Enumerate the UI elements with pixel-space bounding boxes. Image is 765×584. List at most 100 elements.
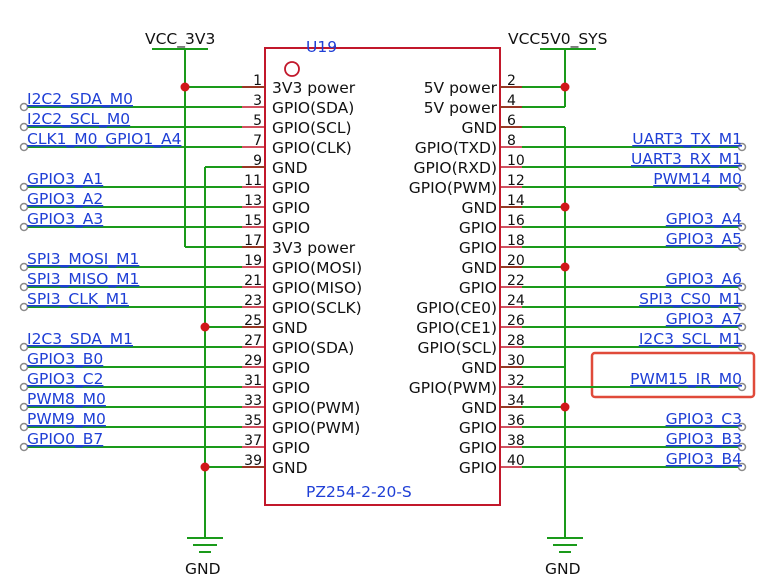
left-pin-number: 33	[244, 393, 262, 409]
left-net-label: PWM9_M0	[27, 410, 106, 429]
left-pin-name: GPIO	[272, 219, 310, 237]
right-net-endpoint	[737, 242, 747, 252]
right-pin-name: GPIO	[459, 239, 497, 257]
left-pin-number: 7	[253, 133, 262, 149]
left-pin-number: 35	[244, 413, 262, 429]
left-pin-number: 15	[244, 213, 262, 229]
left-pin-name: 3V3 power	[272, 239, 356, 257]
gnd-label-right: GND	[545, 560, 581, 578]
right-pin-number: 28	[507, 333, 525, 349]
right-pin-name: GPIO	[459, 439, 497, 457]
left-net-label: SPI3_CLK_M1	[27, 290, 129, 309]
right-net-label: GPIO3_A4	[666, 210, 742, 229]
left-net-endpoint	[19, 442, 29, 452]
left-net-label: CLK1_M0_GPIO1_A4	[27, 130, 181, 149]
right-pin-number: 20	[507, 253, 525, 269]
pin1-marker	[284, 61, 300, 77]
right-pin-number: 40	[507, 453, 525, 469]
left-pin-name: GPIO(PWM)	[272, 399, 360, 417]
left-net-label: GPIO3_B0	[27, 350, 103, 369]
left-pin-number: 19	[244, 253, 262, 269]
left-pin-name: GPIO	[272, 179, 310, 197]
junction-gnd-right-14	[560, 202, 570, 212]
component-ref: U19	[306, 38, 337, 56]
left-net-endpoint	[19, 202, 29, 212]
left-pin-number: 25	[244, 313, 262, 329]
left-pin-number: 1	[253, 73, 262, 89]
right-pin-name: GPIO(PWM)	[409, 179, 497, 197]
right-pin-name: GND	[461, 259, 497, 277]
right-net-label: PWM14_M0	[653, 170, 742, 189]
left-net-label: SPI3_MOSI_M1	[27, 250, 139, 269]
left-net-endpoint	[19, 182, 29, 192]
right-net-endpoint	[737, 342, 747, 352]
right-pin-name: GPIO	[459, 219, 497, 237]
right-net-label: PWM15_IR_M0	[630, 370, 742, 389]
left-pin-name: GPIO	[272, 439, 310, 457]
left-pin-number: 23	[244, 293, 262, 309]
right-net-label: GPIO3_A7	[666, 310, 742, 329]
left-pin-name: GND	[272, 459, 308, 477]
junction-gnd-left-39	[200, 462, 210, 472]
left-pin-name: GPIO(SCL)	[272, 119, 352, 137]
left-pin-number: 37	[244, 433, 262, 449]
right-pin-name: GND	[461, 359, 497, 377]
right-net-label: GPIO3_C3	[666, 410, 742, 429]
left-pin-number: 13	[244, 193, 262, 209]
right-pin-number: 38	[507, 433, 525, 449]
right-pin-number: 18	[507, 233, 525, 249]
right-pin-name: GPIO(PWM)	[409, 379, 497, 397]
right-pin-name: GPIO(RXD)	[413, 159, 497, 177]
right-pin-number: 4	[507, 93, 516, 109]
left-net-endpoint	[19, 402, 29, 412]
left-net-label: PWM8_M0	[27, 390, 106, 409]
junction-gnd-left-25	[200, 322, 210, 332]
right-pin-name: 5V power	[424, 79, 498, 97]
right-net-label: GPIO3_A6	[666, 270, 742, 289]
right-pin-name: GPIO	[459, 419, 497, 437]
right-pin-number: 34	[507, 393, 525, 409]
right-pin-name: GPIO	[459, 459, 497, 477]
left-pin-number: 9	[253, 153, 262, 169]
left-net-endpoint	[19, 342, 29, 352]
left-pin-number: 11	[244, 173, 262, 189]
connector-body	[264, 47, 501, 506]
right-pin-number: 6	[507, 113, 516, 129]
left-pin-number: 5	[253, 113, 262, 129]
right-net-endpoint	[737, 222, 747, 232]
left-pin-number: 27	[244, 333, 262, 349]
right-pin-number: 16	[507, 213, 525, 229]
left-pin-name: GPIO(SDA)	[272, 99, 354, 117]
left-net-label: I2C2_SCL_M0	[27, 110, 130, 129]
left-net-label: GPIO3_A3	[27, 210, 103, 229]
right-net-endpoint	[737, 422, 747, 432]
right-net-label: UART3_RX_M1	[631, 150, 742, 169]
left-net-endpoint	[19, 422, 29, 432]
component-part: PZ254-2-20-S	[306, 483, 412, 501]
right-pin-name: 5V power	[424, 99, 498, 117]
right-pin-name: GND	[461, 399, 497, 417]
left-pin-name: GND	[272, 319, 308, 337]
left-net-label: GPIO3_A2	[27, 190, 103, 209]
right-pin-number: 24	[507, 293, 525, 309]
right-pin-number: 2	[507, 73, 516, 89]
left-pin-name: GPIO(PWM)	[272, 419, 360, 437]
left-net-endpoint	[19, 262, 29, 272]
right-pin-number: 14	[507, 193, 525, 209]
left-net-label: GPIO0_B7	[27, 430, 103, 449]
right-net-endpoint	[737, 462, 747, 472]
left-pin-name: GPIO(SDA)	[272, 339, 354, 357]
right-net-endpoint	[737, 282, 747, 292]
left-net-endpoint	[19, 362, 29, 372]
left-net-endpoint	[19, 102, 29, 112]
right-net-endpoint	[737, 182, 747, 192]
right-pin-name: GPIO	[459, 279, 497, 297]
right-pin-number: 12	[507, 173, 525, 189]
left-pin-name: GPIO(SCLK)	[272, 299, 362, 317]
left-pin-number: 31	[244, 373, 262, 389]
right-net-label: GPIO3_A5	[666, 230, 742, 249]
left-net-endpoint	[19, 282, 29, 292]
right-pin-name: GND	[461, 199, 497, 217]
